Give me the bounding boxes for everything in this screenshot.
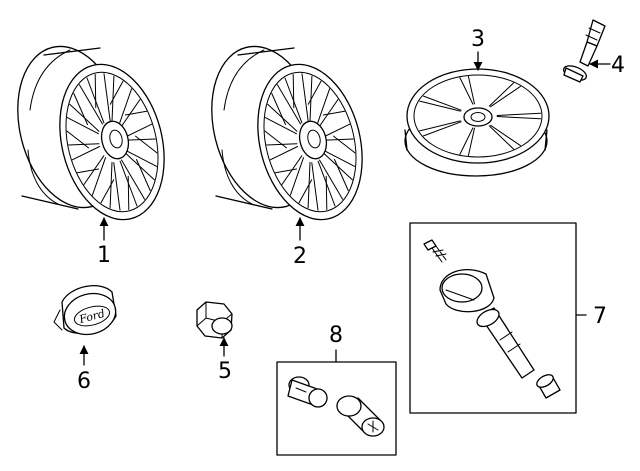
spoke-line <box>136 159 151 191</box>
spoke-line <box>271 93 286 125</box>
spoke-line <box>490 124 521 147</box>
callout-7: 7 <box>593 304 607 329</box>
spoke-line <box>490 85 521 108</box>
spoke-line <box>333 135 356 154</box>
spoke-line <box>123 123 153 138</box>
spoke-line <box>334 159 349 191</box>
callout-1: 1 <box>97 217 111 268</box>
spoke-line <box>459 77 474 105</box>
callout-label-8: 8 <box>329 323 343 348</box>
spoke-line <box>100 179 115 204</box>
spoke-line <box>419 100 461 112</box>
callout-6: 6 <box>77 345 91 394</box>
spare-wheel-part-3 <box>404 68 550 177</box>
wheel-part-2 <box>211 45 363 221</box>
spoke-line <box>66 117 99 135</box>
callout-8: 8 <box>329 323 343 348</box>
spoke-line <box>301 73 309 122</box>
callout-2: 2 <box>293 217 307 269</box>
spoke-line <box>321 123 351 138</box>
valve-stem-part-4 <box>562 19 606 83</box>
tpms-sensor-kit-part-7 <box>409 222 587 414</box>
spoke-line <box>467 75 475 105</box>
spoke-line <box>274 168 298 174</box>
spoke-line <box>423 121 462 137</box>
spoke-line <box>71 146 101 161</box>
spoke-line <box>264 117 297 135</box>
spoke-line <box>94 74 97 109</box>
spoke-line <box>298 179 313 204</box>
callout-4: 4 <box>589 53 625 78</box>
spoke-line <box>419 120 461 132</box>
spoke-line <box>269 146 299 161</box>
callout-label-1: 1 <box>97 243 111 268</box>
spoke-line <box>459 127 474 155</box>
spoke-line <box>496 116 542 120</box>
spoke-line <box>325 175 328 210</box>
spoke-line <box>289 157 304 196</box>
spoke-line <box>264 130 287 149</box>
callout-label-7: 7 <box>593 304 607 329</box>
spoke-line <box>66 130 89 149</box>
spoke-line <box>118 88 133 127</box>
lug-nut-part-5 <box>196 301 233 339</box>
callout-label-6: 6 <box>77 369 91 394</box>
spoke-line <box>78 84 103 125</box>
spoke-line <box>125 149 158 167</box>
callout-label-4: 4 <box>611 53 625 78</box>
spoke-line <box>423 95 462 111</box>
callout-label-5: 5 <box>218 359 232 384</box>
spoke-line <box>488 125 515 150</box>
spoke-line <box>488 82 515 107</box>
spoke-line <box>76 168 100 174</box>
spoke-line <box>276 84 301 125</box>
spoke-line <box>109 80 124 105</box>
spoke-line <box>292 74 295 109</box>
spoke-line <box>496 112 542 116</box>
spoke-line <box>311 162 319 211</box>
spoke-line <box>319 159 344 200</box>
callout-5: 5 <box>218 337 232 384</box>
spoke-line <box>316 88 331 127</box>
spoke-line <box>323 149 356 167</box>
spoke-line <box>322 110 346 116</box>
spoke-line <box>135 135 158 154</box>
spoke-line <box>124 110 148 116</box>
spoke-line <box>113 162 121 211</box>
spoke-line <box>121 159 146 200</box>
callout-label-3: 3 <box>471 27 485 52</box>
spoke-line <box>467 127 475 157</box>
wheel-lock-kit-part-8 <box>276 349 397 456</box>
callout-label-2: 2 <box>293 244 307 269</box>
spoke-line <box>307 80 322 105</box>
center-cap-part-6: Ford <box>53 285 117 336</box>
spoke-line <box>127 175 130 210</box>
spoke-line <box>103 73 111 122</box>
spoke-line <box>73 93 88 125</box>
wheel-part-1 <box>17 45 165 221</box>
callout-3: 3 <box>471 27 485 71</box>
spoke-line <box>91 157 106 196</box>
